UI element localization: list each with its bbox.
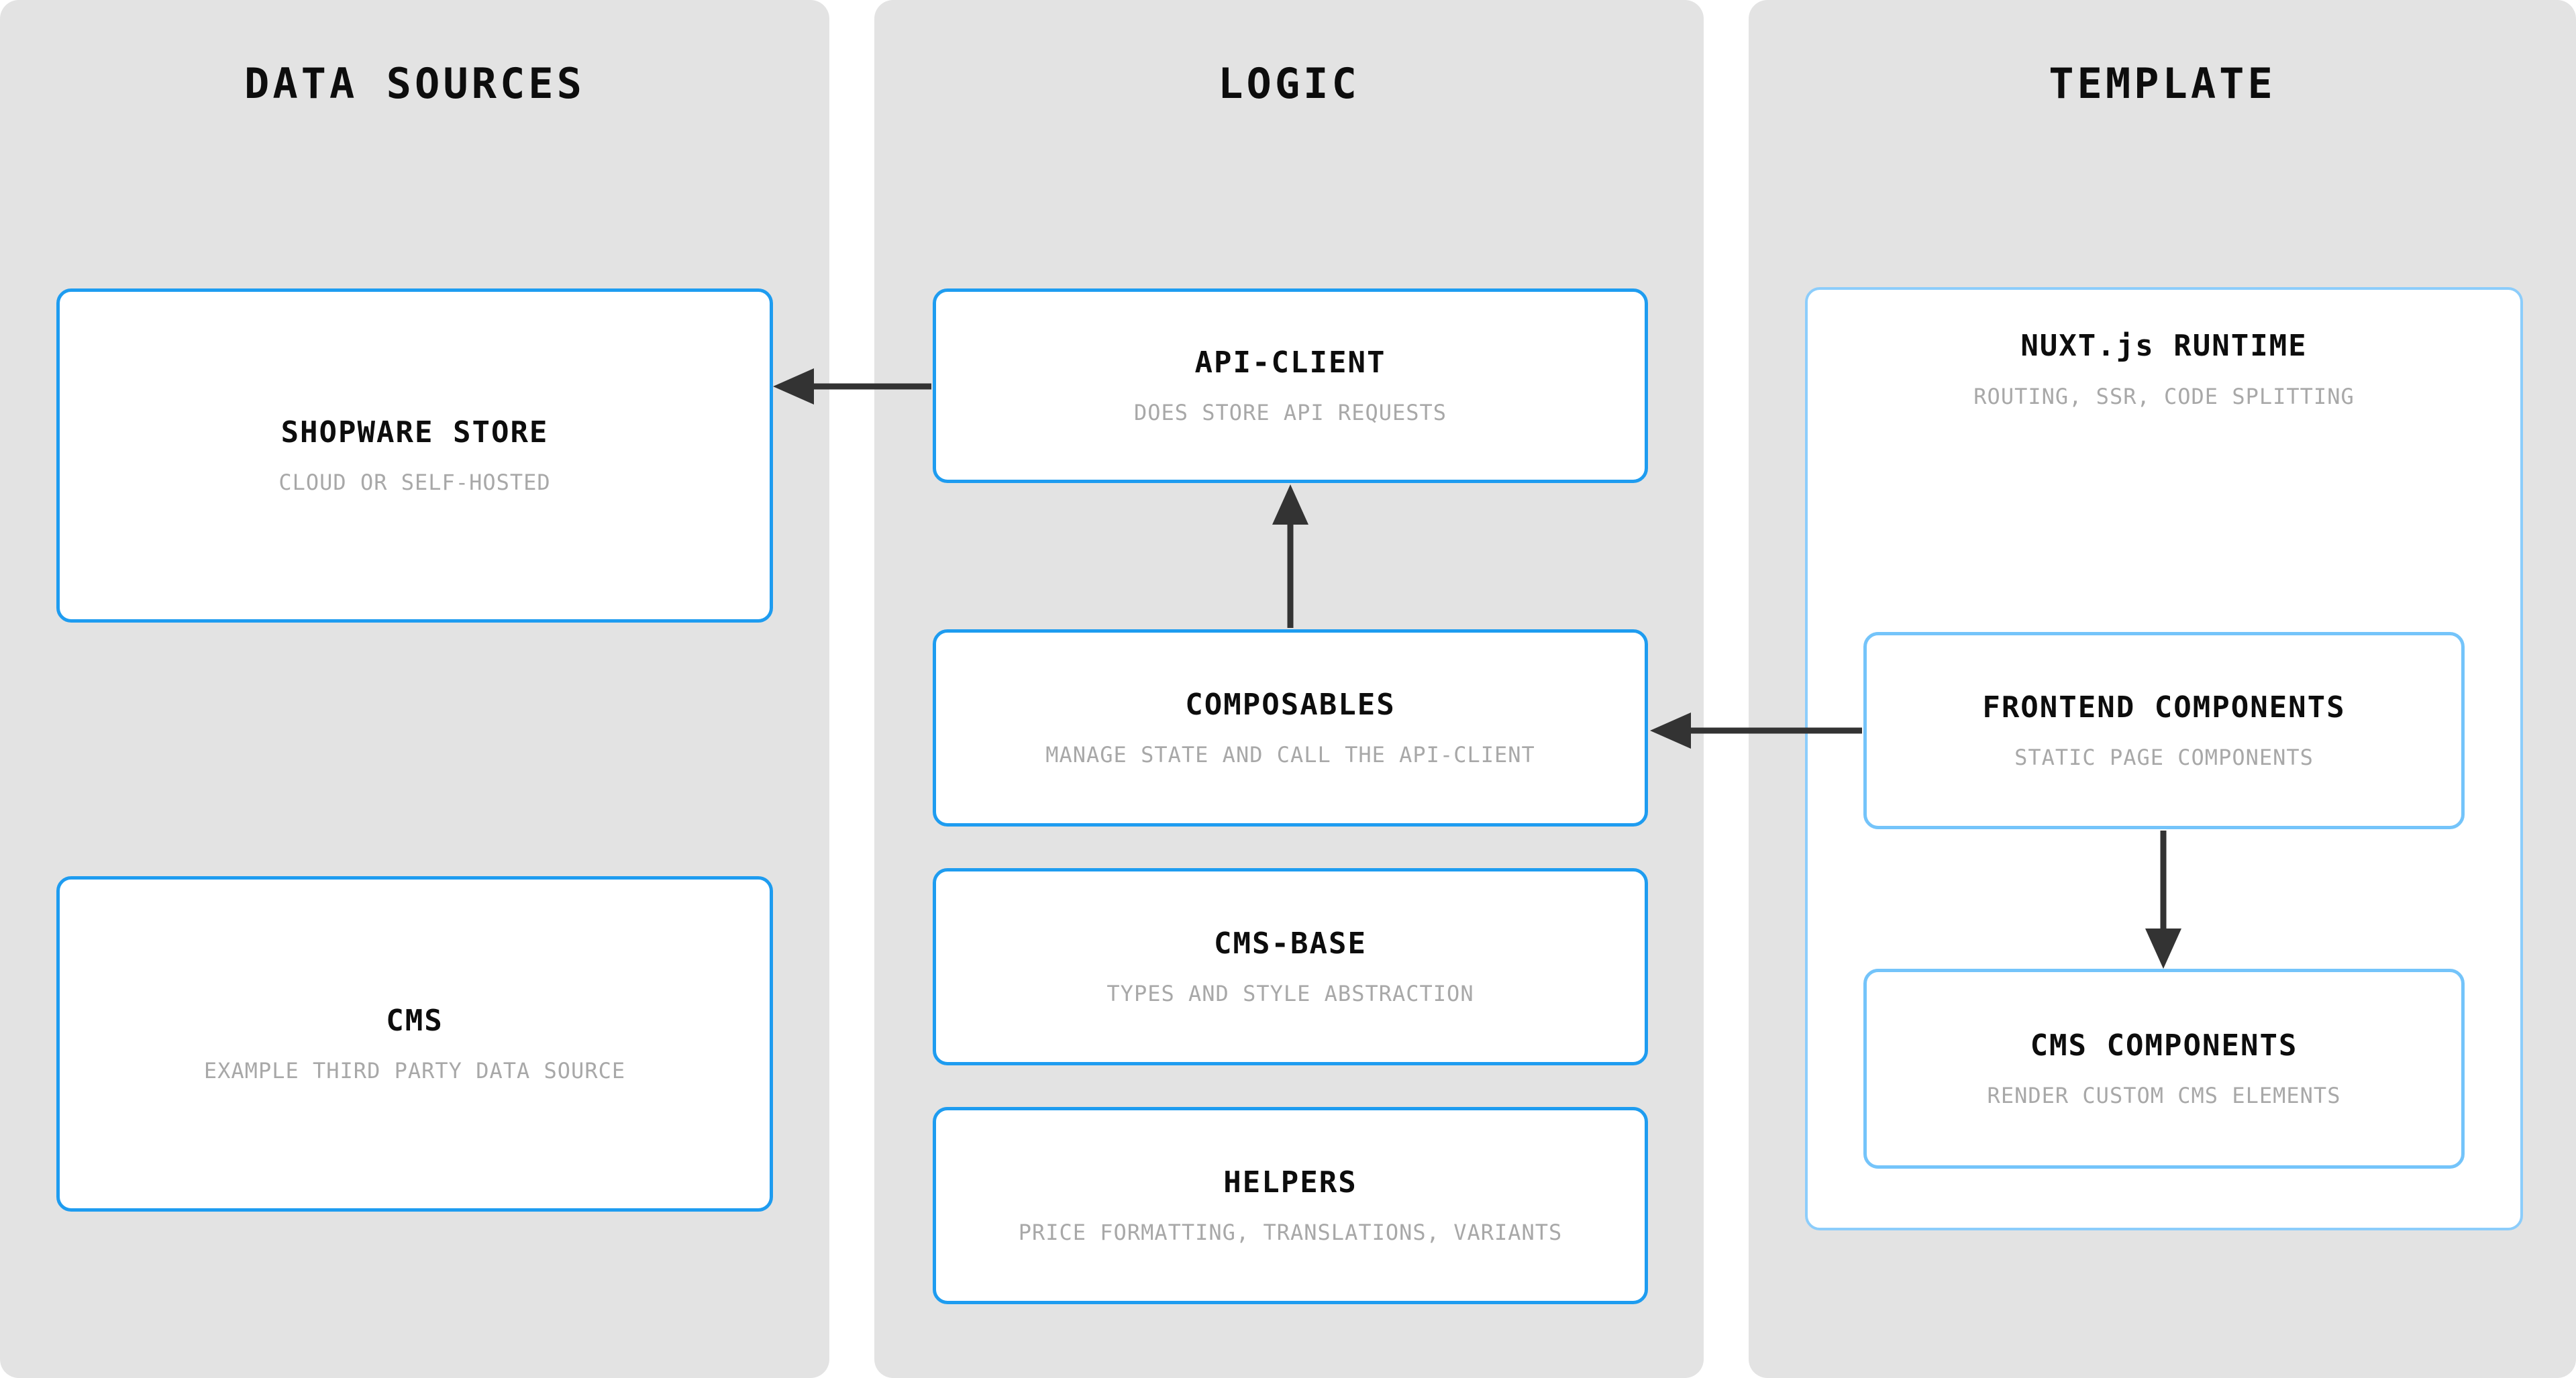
column-title-template: TEMPLATE xyxy=(2049,59,2276,108)
node-api-client[interactable]: API-CLIENT DOES STORE API REQUESTS xyxy=(933,288,1648,483)
node-title-composables: COMPOSABLES xyxy=(1185,688,1396,723)
node-subtitle-cms: EXAMPLE THIRD PARTY DATA SOURCE xyxy=(203,1057,626,1083)
node-title-shopware-store: SHOPWARE STORE xyxy=(280,415,549,450)
column-title-data-sources: DATA SOURCES xyxy=(244,59,585,108)
node-cms-base[interactable]: CMS-BASE TYPES AND STYLE ABSTRACTION xyxy=(933,868,1648,1065)
column-title-logic: LOGIC xyxy=(1218,59,1360,108)
node-title-nuxt-runtime: NUXT.js RUNTIME xyxy=(2020,329,2308,363)
node-subtitle-nuxt-runtime: ROUTING, SSR, CODE SPLITTING xyxy=(1973,384,2355,410)
node-cms[interactable]: CMS EXAMPLE THIRD PARTY DATA SOURCE xyxy=(56,876,773,1212)
node-subtitle-helpers: PRICE FORMATTING, TRANSLATIONS, VARIANTS xyxy=(1018,1219,1563,1245)
node-subtitle-composables: MANAGE STATE AND CALL THE API-CLIENT xyxy=(1045,741,1535,767)
node-subtitle-shopware-store: CLOUD OR SELF-HOSTED xyxy=(278,469,551,495)
node-subtitle-cms-base: TYPES AND STYLE ABSTRACTION xyxy=(1106,980,1474,1006)
node-frontend-components[interactable]: FRONTEND COMPONENTS STATIC PAGE COMPONEN… xyxy=(1863,632,2465,829)
node-shopware-store[interactable]: SHOPWARE STORE CLOUD OR SELF-HOSTED xyxy=(56,288,773,623)
node-title-cms-base: CMS-BASE xyxy=(1214,926,1367,961)
node-title-frontend-components: FRONTEND COMPONENTS xyxy=(1982,690,2346,725)
node-subtitle-frontend-components: STATIC PAGE COMPONENTS xyxy=(2014,744,2314,770)
node-subtitle-api-client: DOES STORE API REQUESTS xyxy=(1133,399,1447,425)
node-title-helpers: HELPERS xyxy=(1223,1165,1357,1200)
node-title-api-client: API-CLIENT xyxy=(1194,346,1386,380)
node-title-cms-components: CMS COMPONENTS xyxy=(2030,1028,2298,1063)
nuxt-runtime-header: NUXT.js RUNTIME ROUTING, SSR, CODE SPLIT… xyxy=(1808,290,2520,409)
node-title-cms: CMS xyxy=(386,1004,444,1039)
node-cms-components[interactable]: CMS COMPONENTS RENDER CUSTOM CMS ELEMENT… xyxy=(1863,969,2465,1169)
node-subtitle-cms-components: RENDER CUSTOM CMS ELEMENTS xyxy=(1987,1082,2341,1108)
node-composables[interactable]: COMPOSABLES MANAGE STATE AND CALL THE AP… xyxy=(933,629,1648,827)
node-helpers[interactable]: HELPERS PRICE FORMATTING, TRANSLATIONS, … xyxy=(933,1107,1648,1304)
